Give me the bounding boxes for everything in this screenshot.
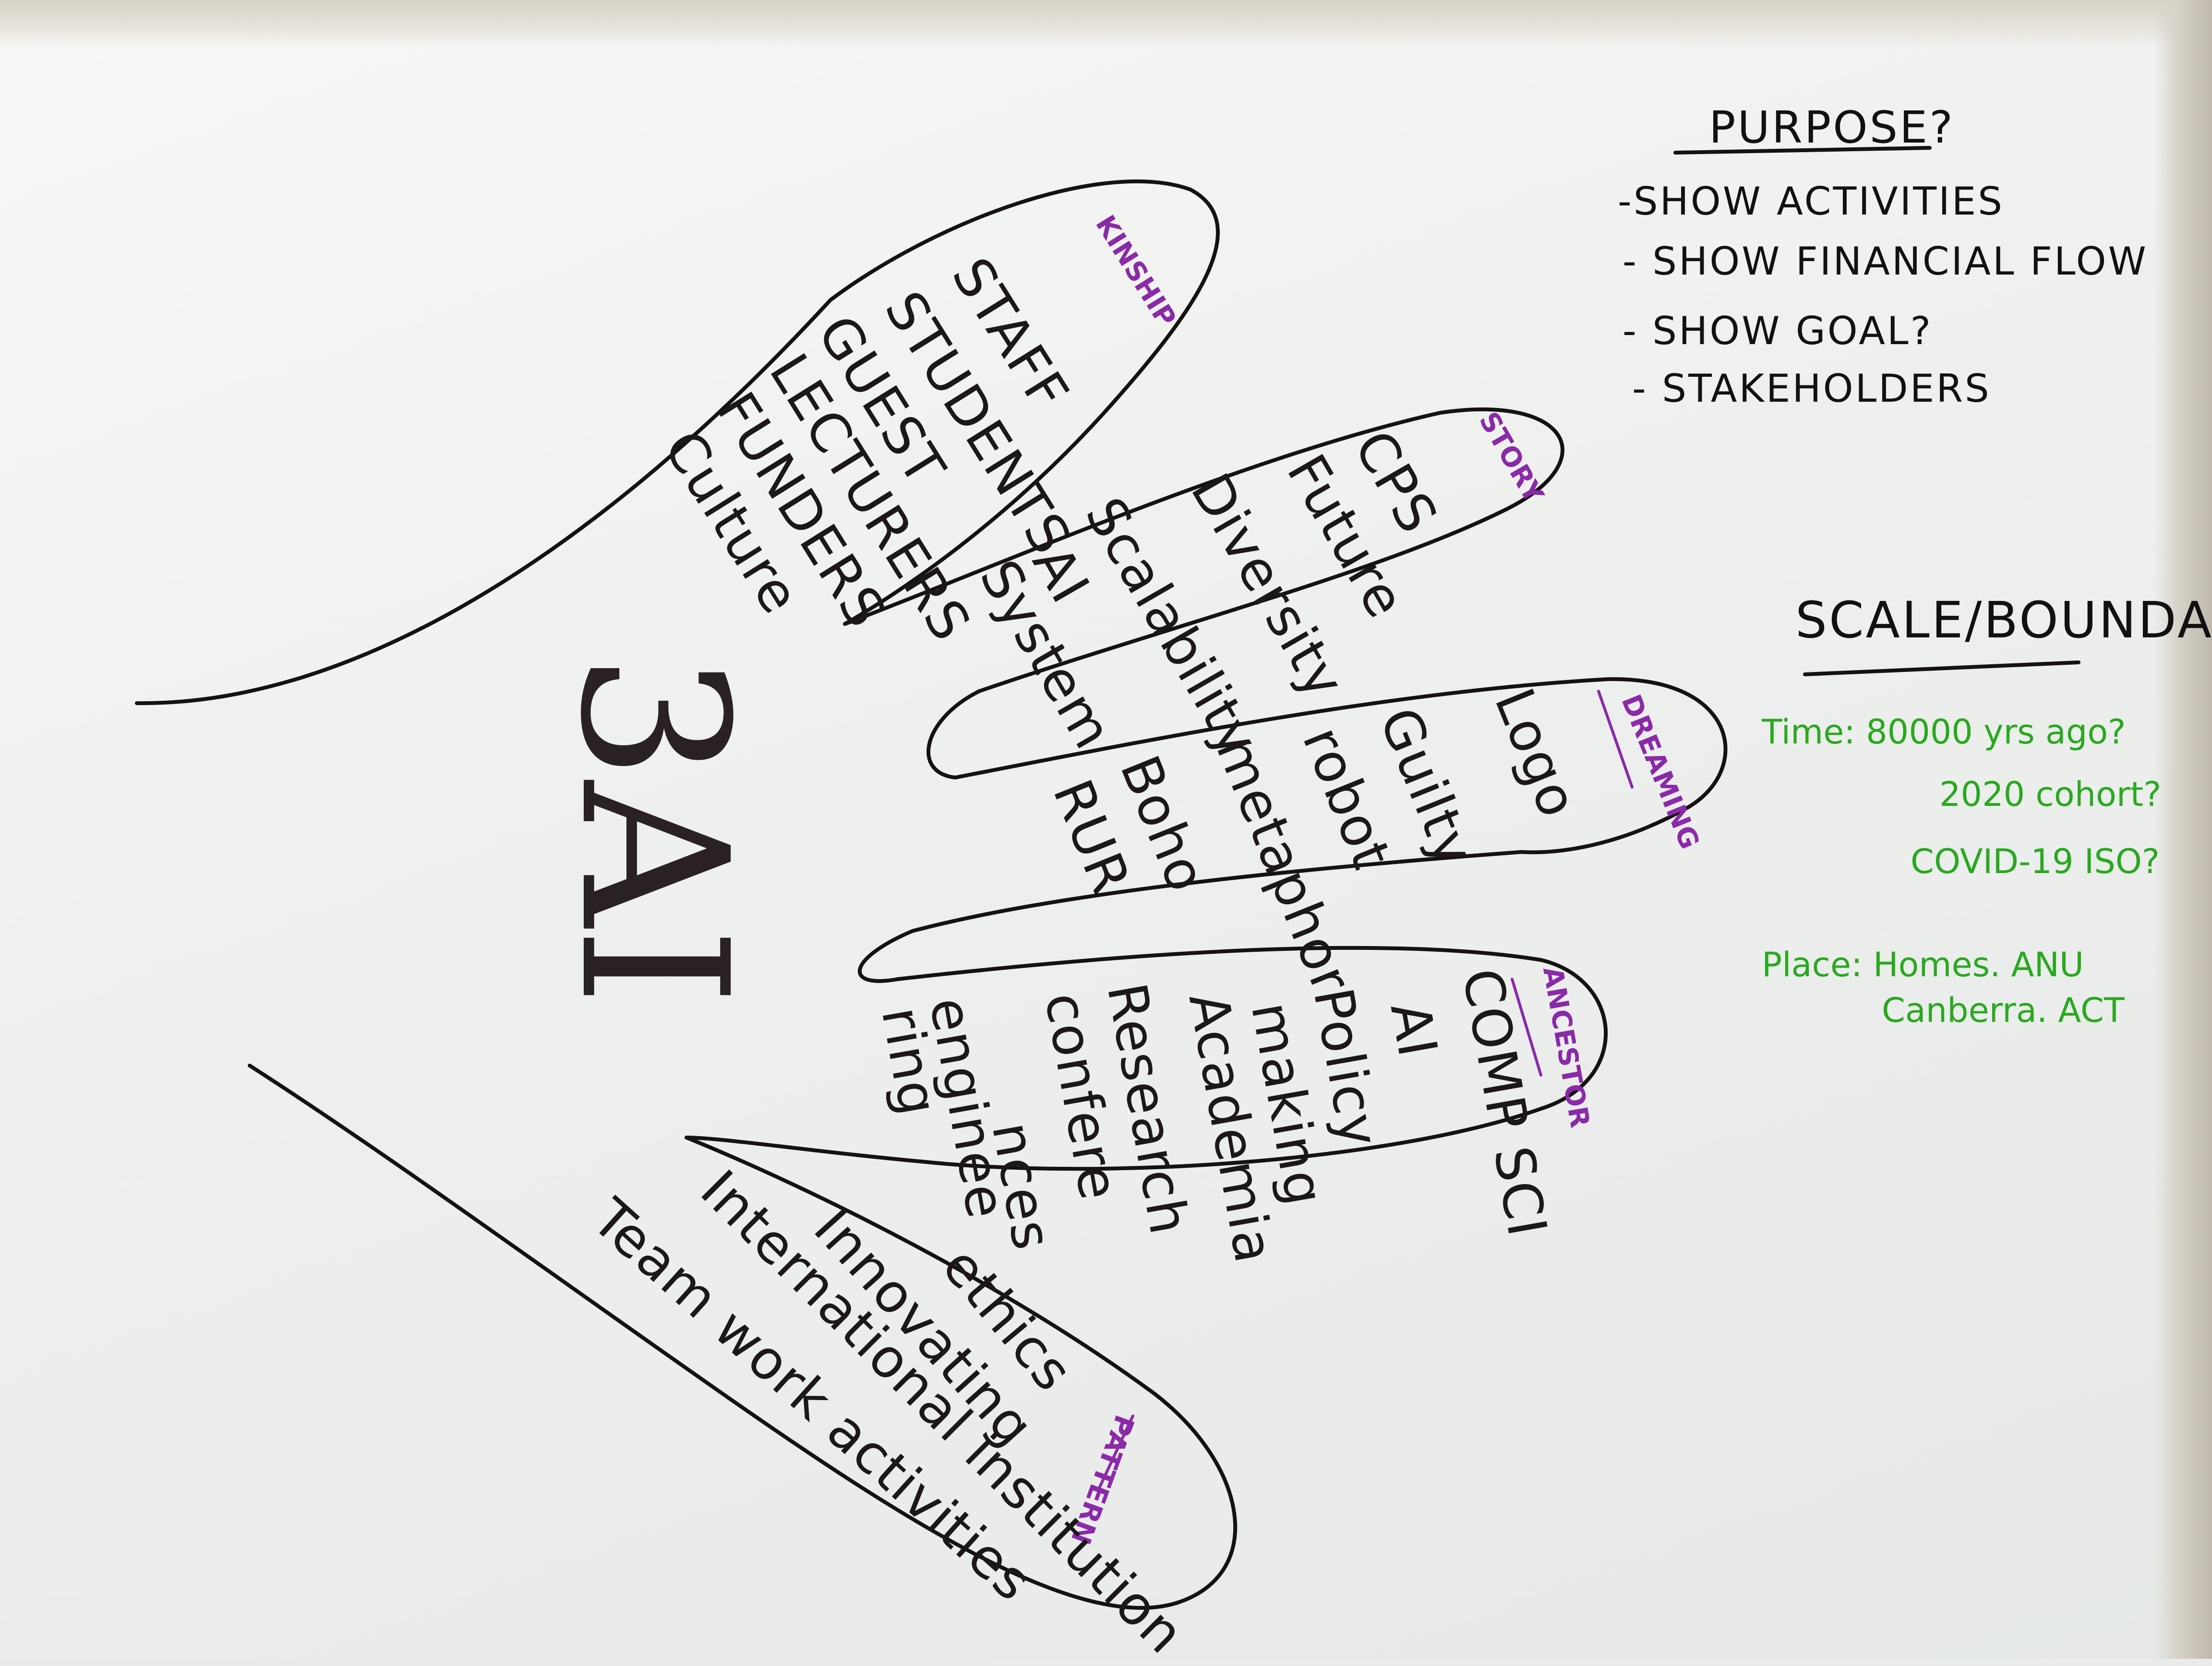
- finger-outline-story: [843, 408, 1564, 779]
- purpose-heading: PURPOSE?: [1709, 102, 1955, 153]
- scale-line: Place: Homes. ANU: [1762, 945, 2084, 984]
- finger-outline-pattern: [248, 1064, 1238, 1610]
- purpose-item: - SHOW GOAL?: [1623, 309, 1933, 353]
- dreaming-tag-underline: [1597, 690, 1634, 789]
- finger-outline-dreaming: [857, 677, 1728, 983]
- ancestor-item: AI: [1378, 997, 1449, 1062]
- scale-line: COVID-19 ISO?: [1911, 842, 2160, 881]
- scale-underline: [1803, 660, 2080, 676]
- purpose-underline: [1673, 146, 1932, 155]
- scale-line: 2020 cohort?: [1939, 775, 2162, 814]
- scale-heading: SCALE/BOUNDA: [1795, 591, 2212, 649]
- center-label: 3AI: [536, 653, 770, 1007]
- scale-line: Canberra. ACT: [1882, 991, 2125, 1030]
- finger-outline-ancestor: [685, 946, 1608, 1171]
- whiteboard-frame-right: [2154, 0, 2212, 1659]
- purpose-item: -SHOW ACTIVITIES: [1618, 179, 2005, 224]
- ancestor-tag-underline: [1511, 978, 1542, 1077]
- purpose-item: - STAKEHOLDERS: [1632, 366, 1991, 411]
- palm-outline-upper: [135, 298, 832, 706]
- purpose-item: - SHOW FINANCIAL FLOW: [1623, 239, 2148, 284]
- whiteboard-frame-top: [0, 0, 2212, 48]
- finger-outline-kinship: [829, 179, 1220, 626]
- pattern-tag-underline: [1098, 1414, 1134, 1489]
- scale-line: Time: 80000 yrs ago?: [1762, 712, 2126, 752]
